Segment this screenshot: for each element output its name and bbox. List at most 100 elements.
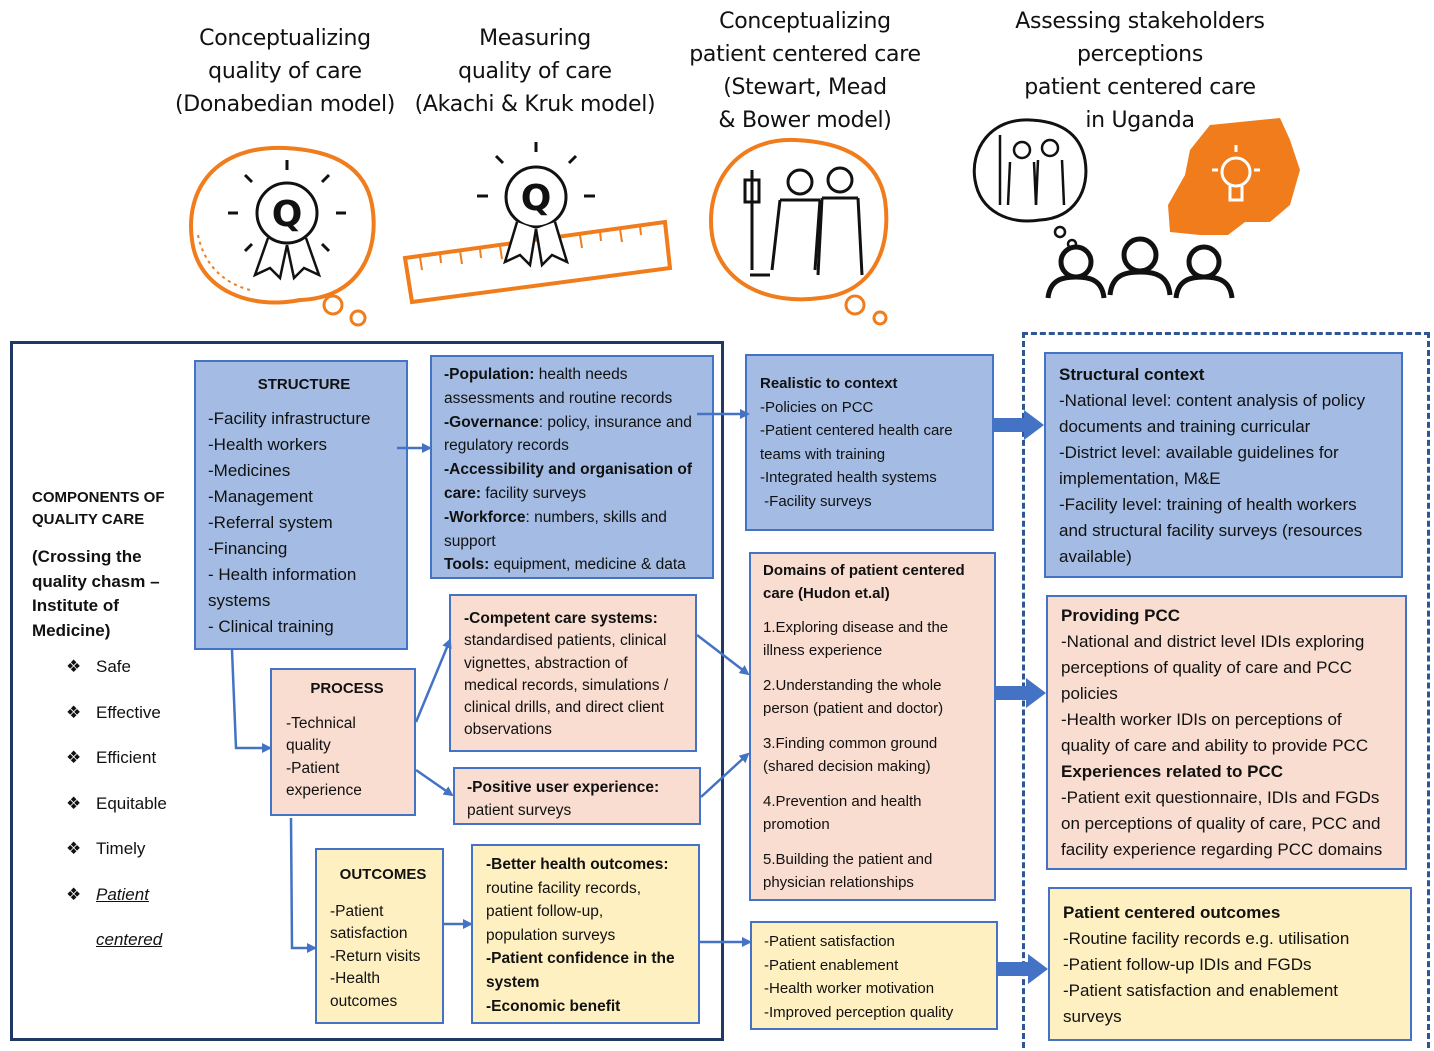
diamond-bullet-icon: ❖: [66, 657, 82, 676]
experiences-title: Experiences related to PCC: [1061, 762, 1284, 781]
diamond-bullet-icon: ❖: [66, 885, 82, 904]
bullet-label: Effective: [96, 703, 161, 722]
bullet-effective: ❖Effective: [66, 703, 161, 723]
structural-context-box: Structural context -National level: cont…: [1044, 352, 1403, 578]
better-title: -Better health outcomes:: [486, 856, 669, 873]
realistic-item: teams with training: [760, 445, 886, 463]
competent-item: observations: [464, 721, 552, 739]
header-line: patient centered care: [689, 42, 921, 67]
structural-title: Structural context: [1059, 365, 1205, 384]
providing-title: Providing PCC: [1061, 606, 1181, 625]
structure-title: STRUCTURE: [257, 376, 351, 393]
structural-item: available): [1059, 547, 1132, 566]
left-section-frame: [10, 341, 724, 1041]
population-line: -Workforce: numbers, skills and: [444, 506, 708, 530]
structural-item: -District level: available guidelines fo…: [1059, 443, 1339, 462]
providing-item: -National and district level IDIs explor…: [1061, 632, 1365, 651]
realistic-context-box: Realistic to context -Policies on PCC -P…: [745, 354, 994, 531]
domain-item: 4.Prevention and health promotion: [763, 791, 990, 836]
label-text: : numbers, skills and: [525, 508, 667, 526]
header-akachi-kruk: Measuring quality of care (Akachi & Kruk…: [405, 22, 665, 121]
patient-doctor-icon: [709, 137, 889, 326]
positive-item: patient surveys: [467, 801, 572, 819]
better-item: population surveys: [486, 926, 616, 944]
domain-line: promotion: [763, 815, 830, 833]
bullet-label: Timely: [96, 839, 146, 858]
header-line: patient centered care: [1024, 75, 1256, 100]
diamond-bullet-icon: ❖: [66, 748, 82, 767]
thought-bubble-q-icon: Q: [189, 145, 376, 327]
process-item: experience: [286, 782, 362, 799]
process-item: quality: [286, 737, 331, 754]
structural-item: documents and training curricular: [1059, 417, 1311, 436]
components-title-line: COMPONENTS OF: [32, 489, 165, 506]
q-letter: Q: [272, 194, 303, 235]
structural-item: implementation, M&E: [1059, 469, 1221, 488]
uganda-map-icon: [1168, 118, 1300, 235]
domains-title: Domains of patient centered: [763, 562, 965, 579]
domain-line: 4.Prevention and health: [763, 793, 922, 810]
outcomes-item: -Return visits: [330, 947, 421, 965]
q-letter: Q: [521, 178, 552, 219]
domain-line: illness experience: [763, 641, 883, 659]
structure-item: -Management: [208, 487, 313, 506]
bullet-label: Patient: [96, 885, 149, 904]
header-stewart-mead-bower: Conceptualizing patient centered care (S…: [680, 5, 930, 137]
header-uganda: Assessing stakeholders perceptions patie…: [1000, 5, 1280, 137]
better-bold: -Patient confidence in the: [486, 950, 675, 968]
domain-line: 3.Finding common ground: [763, 735, 938, 752]
thought-bubble-icon: [972, 118, 1088, 223]
better-item: routine facility records,: [486, 879, 642, 897]
providing-item: quality of care and ability to provide P…: [1061, 736, 1369, 755]
better-item: patient follow-up,: [486, 903, 604, 921]
uganda-people-group: [972, 118, 1300, 299]
pc-outcomes-item: -Routine facility records e.g. utilisati…: [1063, 929, 1350, 948]
outcomes-item: outcomes: [330, 992, 398, 1010]
population-box: -Population: health needs assessments an…: [430, 355, 714, 579]
header-line: & Bower model): [718, 108, 892, 133]
components-title-line: QUALITY CARE: [32, 511, 145, 528]
crossing-chasm-subtitle: (Crossing the quality chasm – Institute …: [32, 545, 182, 643]
label-bold: -Workforce: [444, 508, 526, 526]
domains-title: care (Hudon et.al): [763, 584, 890, 602]
label-text: facility surveys: [481, 484, 587, 502]
label-text: health needs: [534, 366, 628, 383]
header-line: (Donabedian model): [174, 92, 396, 117]
positive-experience-box: -Positive user experience: patient surve…: [453, 767, 701, 825]
structural-item: -Facility level: training of health work…: [1059, 495, 1357, 514]
realistic-item: -Patient centered health care: [760, 422, 953, 440]
structure-item: - Health information: [208, 565, 357, 584]
realistic-item: -Facility surveys: [760, 492, 872, 510]
structure-item: - Clinical training: [208, 617, 334, 636]
label-bold: Tools:: [444, 556, 490, 574]
label-bold: -Population:: [444, 366, 535, 383]
structure-box: STRUCTURE -Facility infrastructure -Heal…: [194, 360, 408, 650]
population-line: -Governance: policy, insurance and: [444, 411, 708, 435]
realistic-title: Realistic to context: [760, 375, 898, 392]
providing-pcc-box: Providing PCC -National and district lev…: [1046, 595, 1407, 870]
domain-item: 3.Finding common ground(shared decision …: [763, 733, 990, 778]
domains-box: Domains of patient centered care (Hudon …: [749, 552, 996, 901]
realistic-item: -Integrated health systems: [760, 469, 937, 487]
competent-item: clinical drills, and direct client: [464, 699, 664, 717]
bullet-equitable: ❖Equitable: [66, 794, 167, 814]
providing-item: perceptions of quality of care and PCC: [1061, 658, 1353, 677]
population-line: -Accessibility and organisation of: [444, 461, 693, 479]
bullet-safe: ❖Safe: [66, 657, 131, 677]
subtitle-line: Institute of: [32, 596, 119, 615]
domain-line: 1.Exploring disease and the: [763, 619, 949, 636]
header-line: in Uganda: [1085, 108, 1195, 133]
structure-item: -Financing: [208, 539, 288, 558]
subtitle-line: Medicine): [32, 620, 111, 640]
outcomes-item: -Health: [330, 970, 380, 987]
bullet-label-continued: centered: [96, 930, 163, 949]
domain-line: person (patient and doctor): [763, 699, 944, 717]
realistic-item: -Policies on PCC: [760, 398, 874, 416]
satisfaction-item: -Patient enablement: [764, 956, 899, 974]
bullet-timely: ❖Timely: [66, 839, 145, 859]
header-line: Measuring: [479, 26, 591, 51]
population-line: support: [444, 532, 496, 550]
structural-item: and structural facility surveys (resourc…: [1059, 521, 1363, 540]
domain-line: physician relationships: [763, 873, 914, 891]
